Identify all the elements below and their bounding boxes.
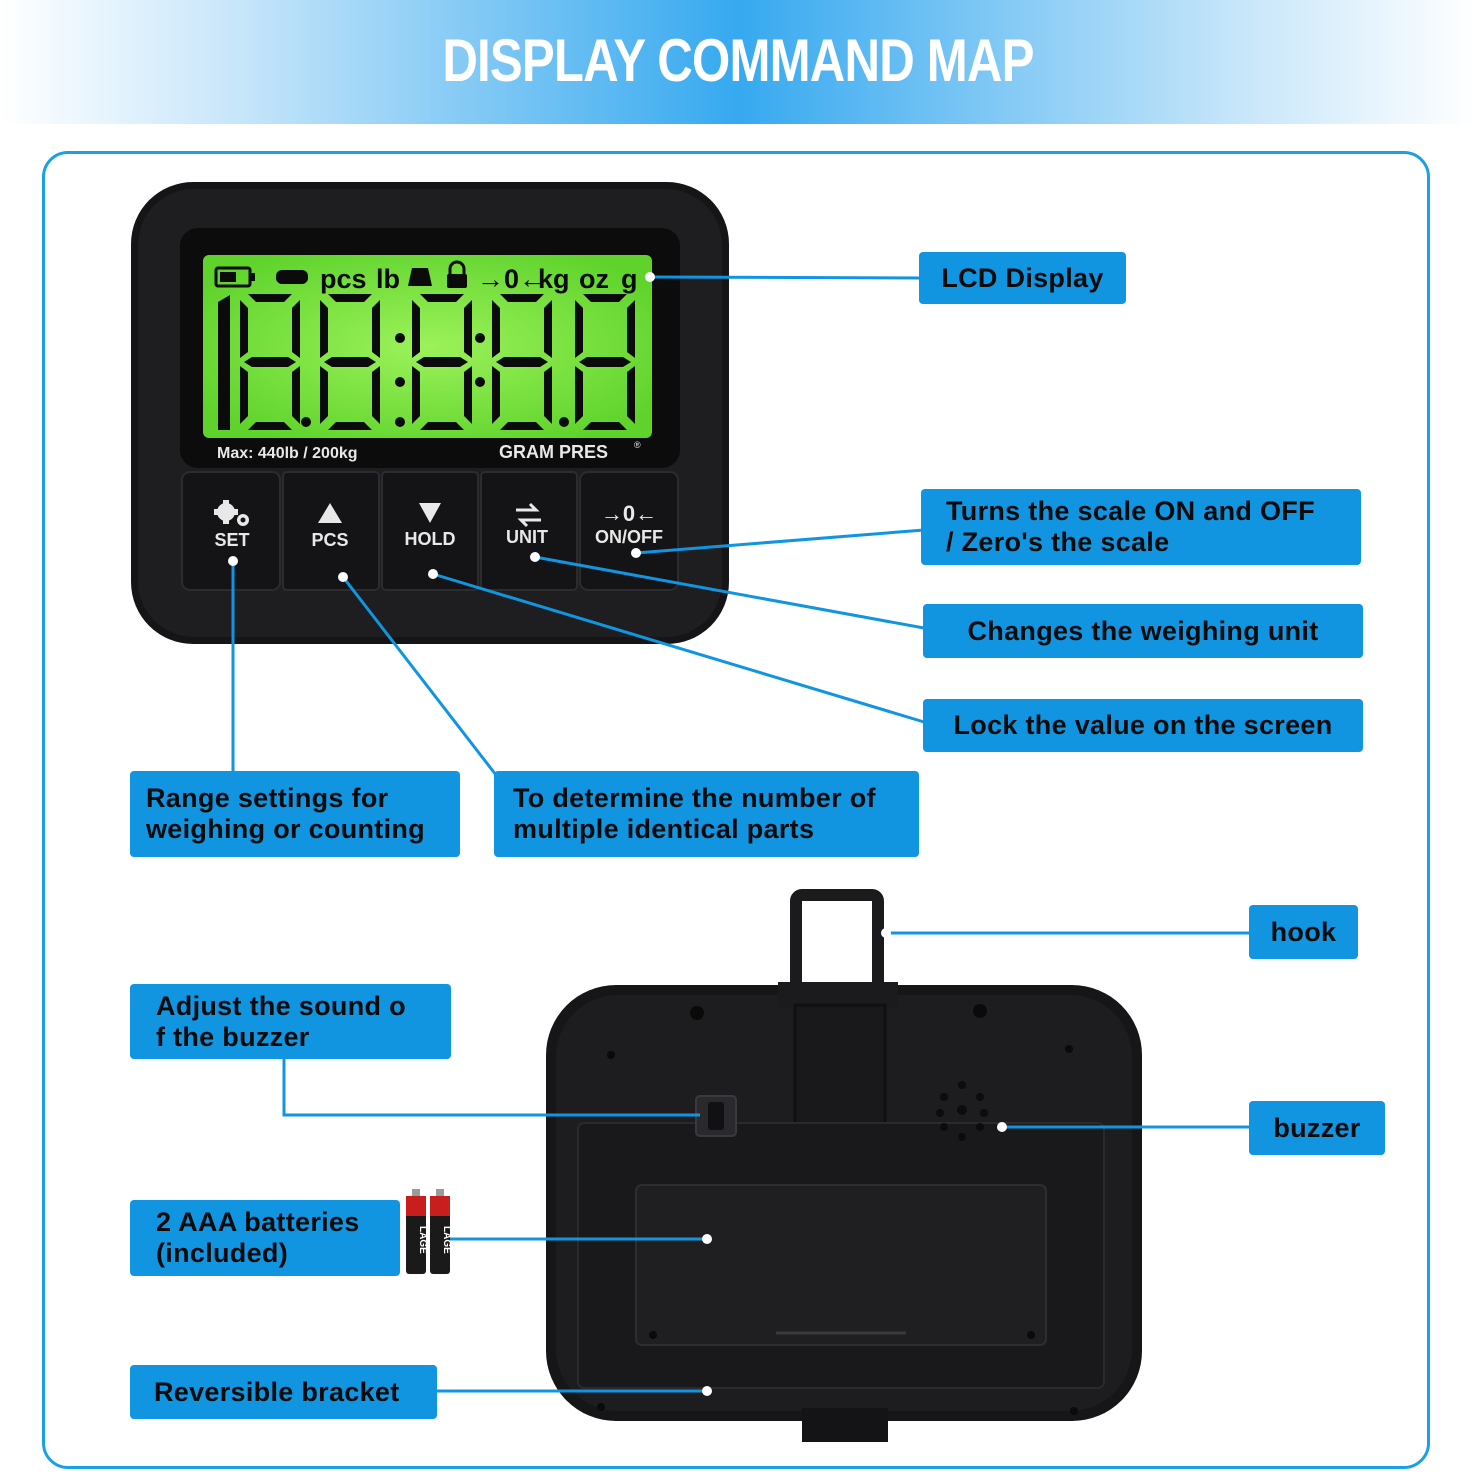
header-banner <box>0 0 1476 124</box>
back-device <box>546 889 1142 1442</box>
callout-hold: Lock the value on the screen <box>923 699 1363 752</box>
triangle-up-icon <box>318 503 342 523</box>
lcd-kg-label: kg <box>538 264 570 294</box>
battery-cover <box>635 1184 1047 1346</box>
button-row <box>181 471 679 591</box>
weight-indicator-icon <box>408 268 432 286</box>
lcd-screen <box>203 255 652 438</box>
callout-sound-line1: Adjust the sound o <box>156 990 406 1021</box>
triangle-down-icon <box>419 503 441 523</box>
content-frame <box>42 151 1430 1469</box>
on-off-button-label: ON/OFF <box>595 527 663 547</box>
callout-set-line2: weighing or counting <box>146 814 425 844</box>
hold-button-label: HOLD <box>405 529 456 549</box>
callout-hook: hook <box>1249 905 1358 959</box>
callout-buzzer-text: buzzer <box>1273 1112 1361 1143</box>
buzzer-grille-icon <box>936 1081 988 1141</box>
lcd-oz-label: oz <box>579 264 609 294</box>
callout-buzzer: buzzer <box>1249 1101 1385 1155</box>
battery-brand-label: LAGE <box>441 1226 452 1254</box>
callout-bracket-text: Reversible bracket <box>154 1376 400 1407</box>
callout-sound: Adjust the sound o f the buzzer <box>130 984 451 1059</box>
set-button[interactable] <box>181 471 281 591</box>
callout-sound-line2: f the buzzer <box>156 1021 310 1052</box>
front-device: pcs lb →0← kg oz g Max: 440lb / 200kg GR… <box>131 182 729 644</box>
pcs-button-label: PCS <box>311 530 348 550</box>
lcd-pcs-label: pcs <box>320 264 367 294</box>
callout-batteries: 2 AAA batteries (included) <box>130 1200 400 1276</box>
aaa-batteries-icon: LAGE LAGE <box>406 1189 452 1274</box>
zero-arrows-icon: →0← <box>601 501 657 526</box>
hold-button[interactable] <box>381 471 479 591</box>
lcd-digit-1 <box>218 295 230 430</box>
battery-brand-label: LAGE <box>417 1226 428 1254</box>
callout-pcs-line2: multiple identical parts <box>513 814 815 844</box>
callout-lcd-display: LCD Display <box>919 252 1126 304</box>
stable-indicator-icon <box>276 270 308 284</box>
callout-pcs: To determine the number of multiple iden… <box>494 771 919 857</box>
lcd-zero-label: →0← <box>477 264 546 294</box>
swap-arrows-icon <box>516 502 541 528</box>
brand-registered-mark: ® <box>634 440 641 450</box>
callout-batteries-line2: (included) <box>156 1238 288 1268</box>
callout-pcs-line1: To determine the number of <box>513 783 876 813</box>
callout-on-off-line1: Turns the scale ON and OFF <box>946 496 1315 526</box>
callout-set-line1: Range settings for <box>146 783 389 813</box>
callout-batteries-line1: 2 AAA batteries <box>156 1207 360 1237</box>
lcd-g-label: g <box>621 264 638 294</box>
callout-on-off: Turns the scale ON and OFF / Zero's the … <box>921 489 1361 565</box>
callout-unit: Changes the weighing unit <box>923 604 1363 658</box>
leader-dots <box>228 272 1007 1396</box>
unit-button-label: UNIT <box>506 527 548 547</box>
callout-unit-text: Changes the weighing unit <box>967 615 1319 646</box>
callout-hook-text: hook <box>1270 916 1337 947</box>
callout-on-off-line2: / Zero's the scale <box>946 527 1170 557</box>
gear-icon <box>214 500 249 526</box>
callout-set: Range settings for weighing or counting <box>130 771 460 857</box>
callout-hold-text: Lock the value on the screen <box>953 710 1333 740</box>
callout-lcd-display-text: LCD Display <box>941 262 1104 293</box>
callout-bracket: Reversible bracket <box>130 1365 437 1419</box>
on-off-button[interactable] <box>579 471 679 591</box>
brand-label: GRAM PRES <box>499 442 608 462</box>
lcd-digits <box>218 294 635 430</box>
max-capacity-label: Max: 440lb / 200kg <box>217 445 358 462</box>
lcd-lb-label: lb <box>376 264 400 294</box>
pcs-button[interactable] <box>282 471 380 591</box>
lcd-indicator-row <box>214 260 467 288</box>
set-button-label: SET <box>214 530 249 550</box>
leader-lines <box>231 275 1250 1393</box>
lock-indicator-icon <box>447 274 467 288</box>
page-title: DISPLAY COMMAND MAP <box>442 27 1034 94</box>
